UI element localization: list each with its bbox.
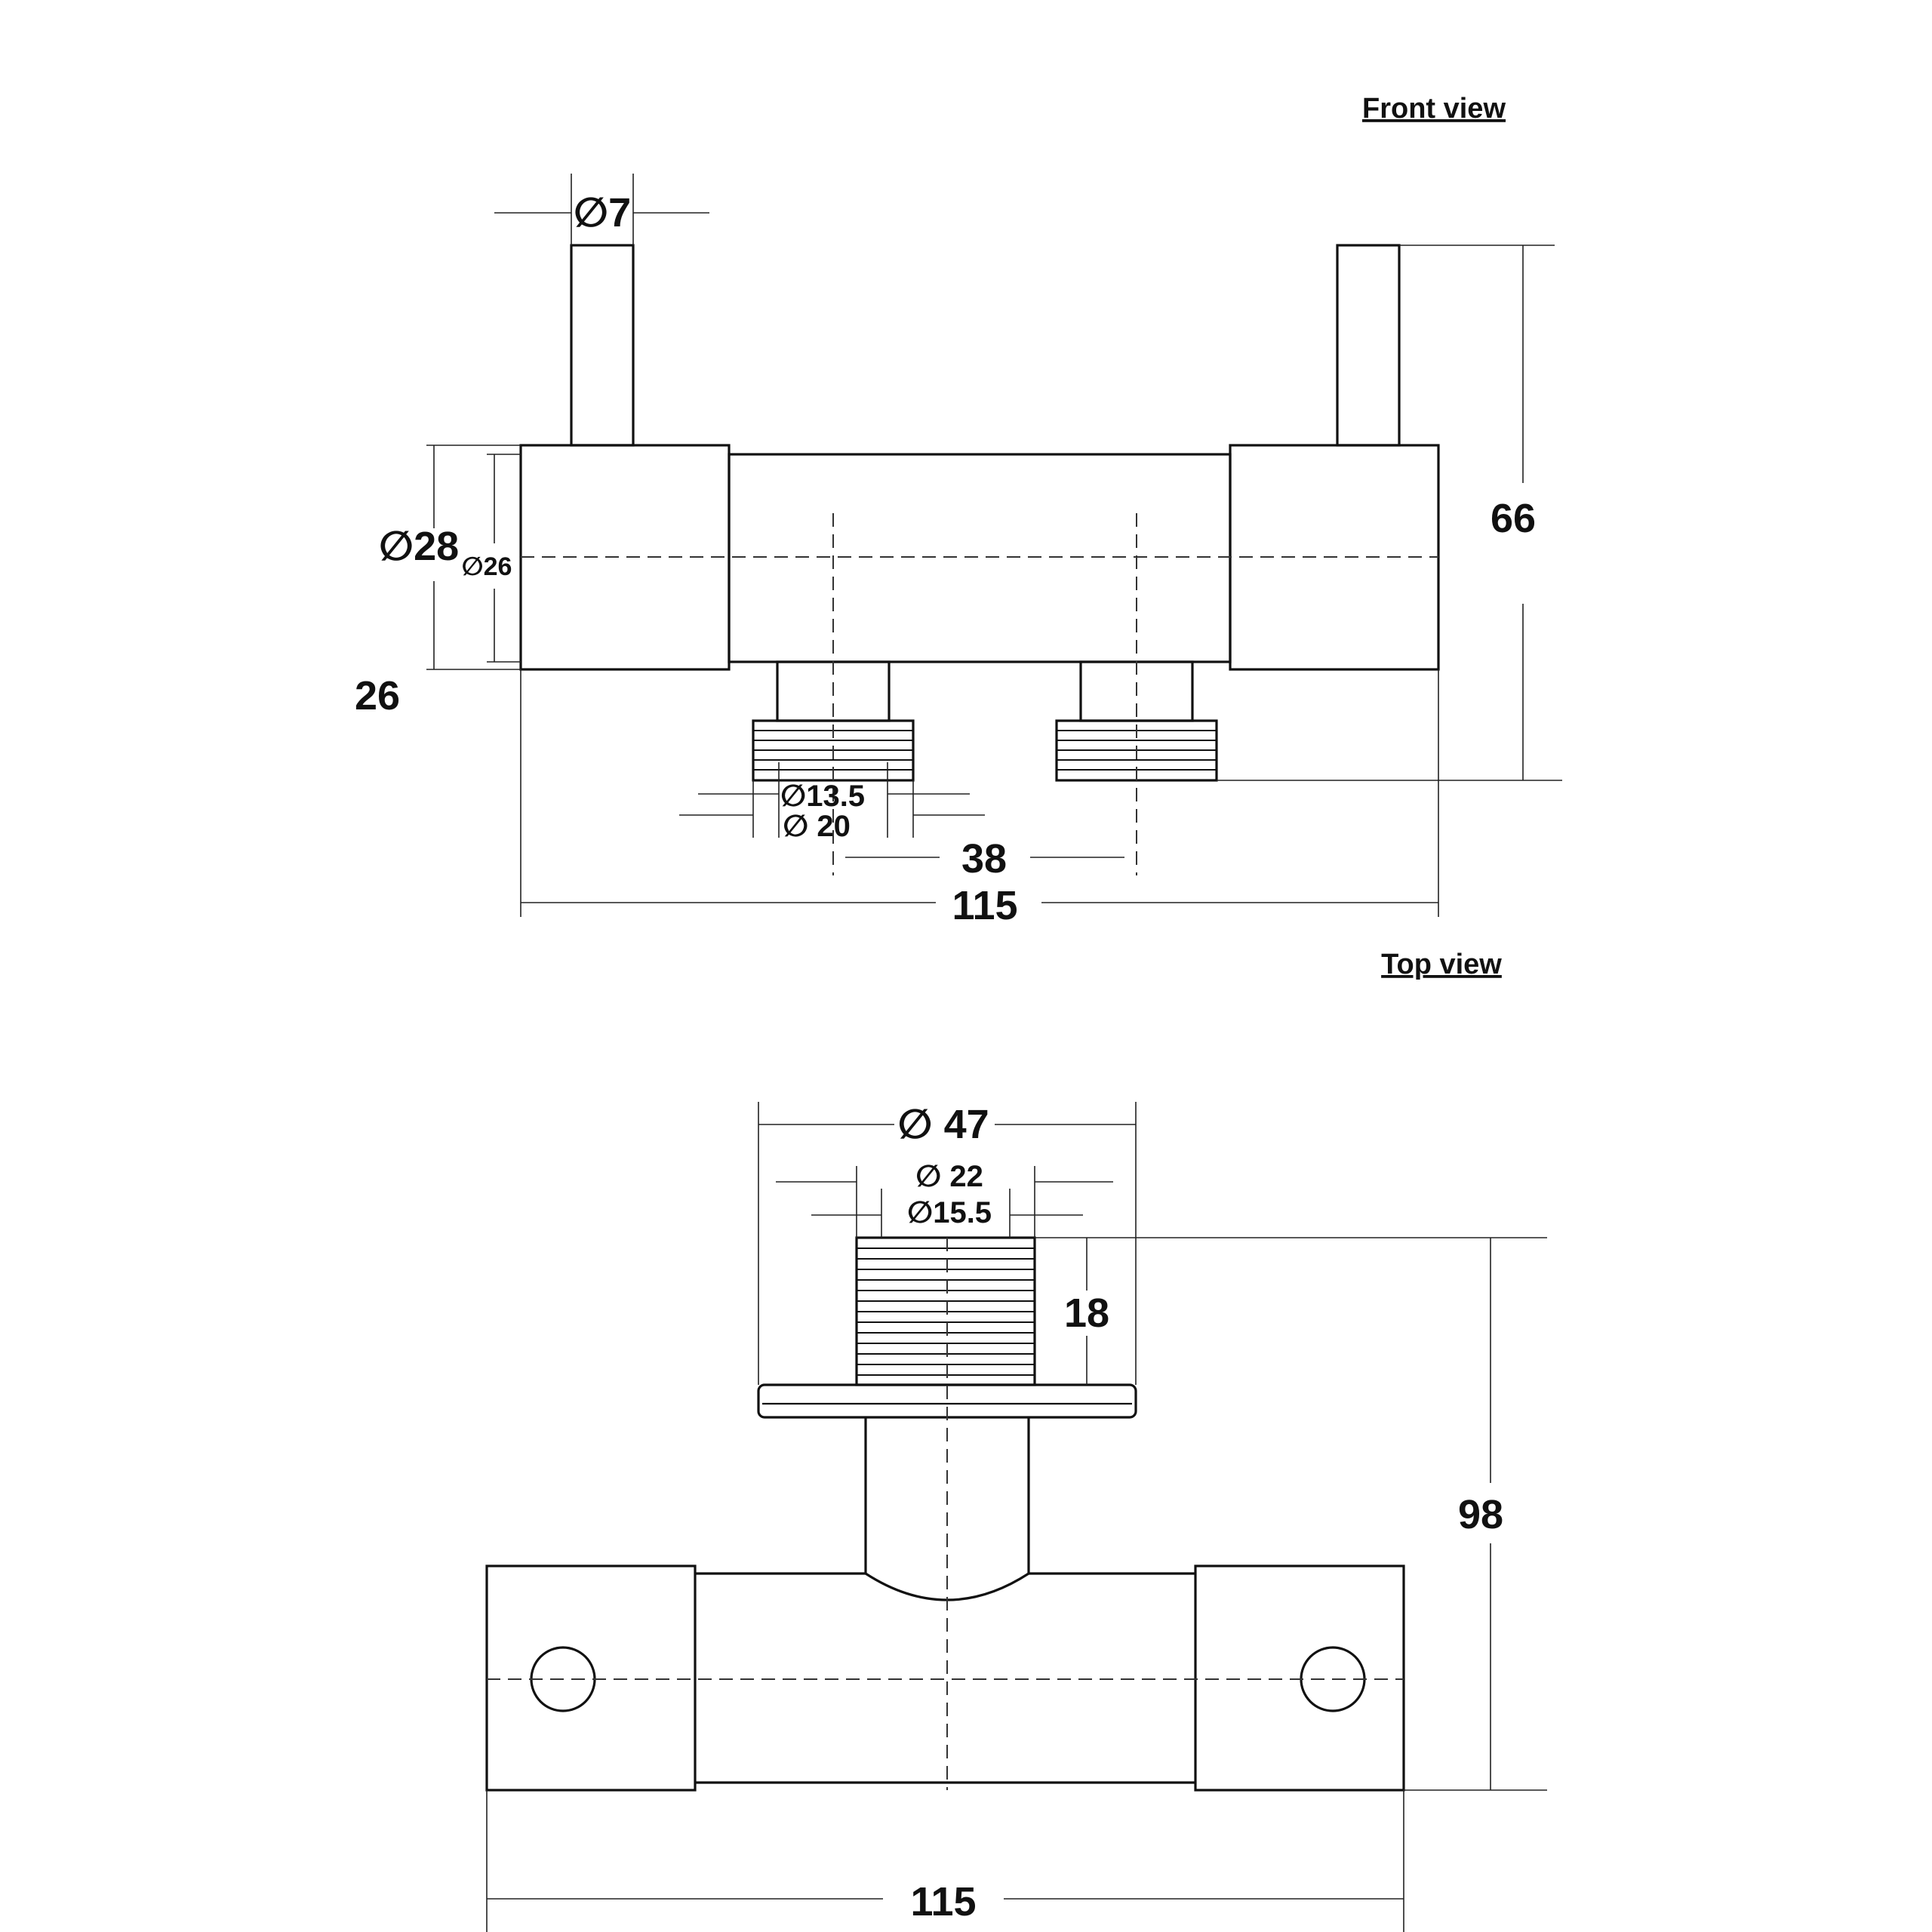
dim-pin-diameter: ∅7 [574,190,631,235]
dim-body-inner-diameter: ∅26 [462,552,512,581]
top-right-end-block [1194,1564,1405,1792]
dim-top-thread-inner-diameter: ∅15.5 [907,1196,992,1229]
dim-front-overall-width: 115 [952,883,1017,928]
front-view: ∅7 ∅28 ∅26 26 66 ∅13.5 ∅ 20 38 115 [355,174,1562,928]
dim-outlet-spacing: 38 [961,836,1007,881]
top-center-tube [695,1572,1195,1784]
dim-body-outer-diameter: ∅28 [379,524,459,569]
dim-overall-depth: 98 [1458,1492,1503,1537]
dim-thread-length: 18 [1064,1291,1109,1336]
top-thread-cylinder [855,1236,1036,1386]
dim-thread-inner-diameter: ∅13.5 [780,780,865,813]
top-neck [864,1417,1030,1574]
dim-overall-height: 66 [1491,496,1536,541]
top-view-title: Top view [1381,949,1502,980]
front-view-title: Front view [1362,93,1506,125]
dim-top-overall-width: 115 [910,1879,976,1924]
dim-flange-diameter: ∅ 47 [897,1102,989,1147]
front-dimension-lines [426,174,1562,917]
center-tube [728,453,1232,663]
dim-thread-outer-diameter: ∅ 20 [783,810,851,843]
dim-left-offset: 26 [355,673,400,718]
right-pin [1336,244,1401,447]
dim-top-thread-outer-diameter: ∅ 22 [915,1160,983,1193]
top-view: ∅ 47 ∅ 22 ∅15.5 18 98 115 [485,1102,1547,1932]
left-pin [570,244,635,447]
top-dimension-lines [486,1102,1547,1932]
top-left-end-block [485,1564,697,1792]
